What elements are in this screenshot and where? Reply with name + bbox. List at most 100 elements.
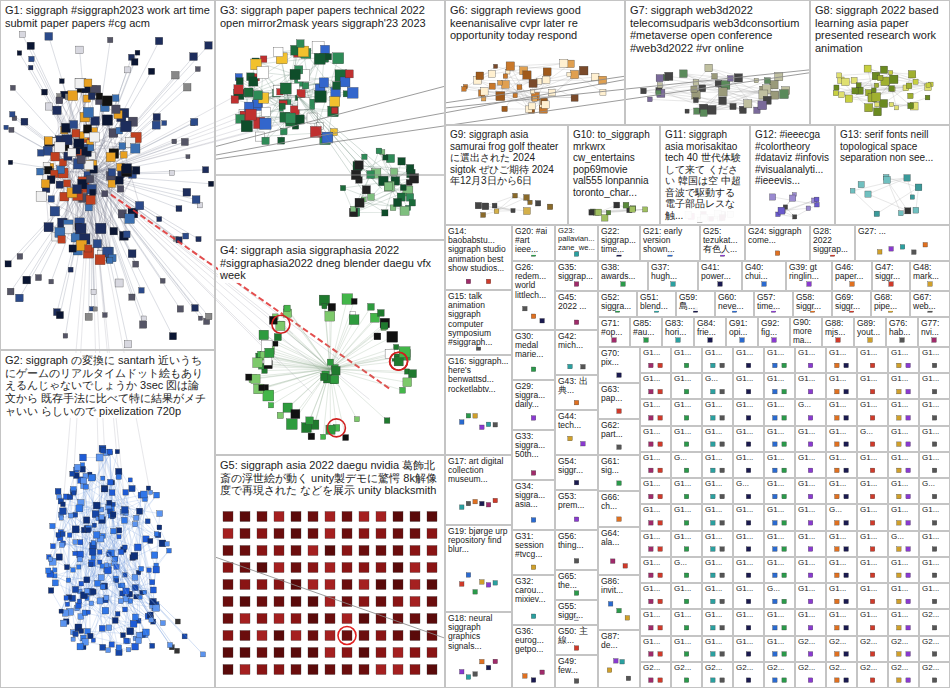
node-marker xyxy=(49,279,54,284)
network-link xyxy=(73,531,114,598)
node-marker xyxy=(89,560,95,566)
node-marker xyxy=(175,619,180,624)
node-marker xyxy=(308,580,318,590)
node-marker xyxy=(70,121,78,129)
node-marker xyxy=(342,665,352,675)
node-marker xyxy=(858,182,864,188)
node-marker xyxy=(37,168,44,175)
node-marker xyxy=(240,631,250,641)
node-marker xyxy=(64,596,69,601)
node-marker xyxy=(308,529,318,539)
node-marker xyxy=(65,565,70,570)
node-marker xyxy=(489,83,495,89)
node-marker xyxy=(92,523,96,527)
node-marker xyxy=(108,37,113,42)
node-marker xyxy=(890,75,899,84)
node-marker xyxy=(878,75,884,81)
node-marker xyxy=(128,250,136,258)
node-marker xyxy=(865,191,871,197)
node-marker xyxy=(290,69,300,79)
network-link xyxy=(51,180,105,194)
network-link xyxy=(91,53,138,175)
network-link xyxy=(75,472,119,554)
node-marker xyxy=(108,169,115,176)
node-marker xyxy=(136,202,144,210)
network-link xyxy=(273,320,330,369)
node-marker xyxy=(152,121,160,129)
node-marker xyxy=(381,322,388,329)
node-marker xyxy=(850,188,855,193)
node-marker xyxy=(143,629,150,636)
network-link xyxy=(310,369,330,421)
node-marker xyxy=(884,177,891,184)
node-marker xyxy=(342,294,353,305)
node-marker xyxy=(614,202,620,208)
node-marker xyxy=(142,316,147,321)
node-marker xyxy=(535,201,540,206)
node-marker xyxy=(170,171,175,176)
network-link xyxy=(275,317,330,369)
network-link xyxy=(464,66,496,89)
network-link xyxy=(91,603,138,641)
node-marker xyxy=(86,176,93,183)
node-marker xyxy=(157,511,163,517)
node-marker xyxy=(115,579,119,583)
node-marker xyxy=(410,546,420,556)
node-marker xyxy=(325,665,335,675)
node-marker xyxy=(123,607,128,612)
node-marker xyxy=(70,471,75,476)
node-marker xyxy=(378,310,385,317)
node-marker xyxy=(162,121,167,126)
node-marker xyxy=(110,512,116,518)
node-marker xyxy=(517,85,522,90)
node-marker xyxy=(55,142,66,153)
node-marker xyxy=(85,204,92,211)
node-marker xyxy=(116,612,121,617)
node-marker xyxy=(146,486,150,490)
node-marker xyxy=(694,108,700,114)
node-marker xyxy=(88,633,94,639)
node-marker xyxy=(91,541,96,546)
node-marker xyxy=(223,648,233,658)
node-marker xyxy=(44,223,53,232)
node-marker xyxy=(274,665,284,675)
network-link xyxy=(297,95,380,187)
node-marker xyxy=(606,210,611,215)
node-marker xyxy=(85,313,92,320)
node-marker xyxy=(427,512,437,522)
network-link xyxy=(683,74,730,79)
network-link xyxy=(887,180,908,211)
node-marker xyxy=(904,175,910,181)
node-marker xyxy=(128,478,132,482)
node-marker xyxy=(347,87,358,98)
node-marker xyxy=(223,546,233,556)
node-marker xyxy=(190,53,198,61)
node-marker xyxy=(322,304,327,309)
network-link xyxy=(235,83,324,100)
node-marker xyxy=(121,121,132,132)
node-marker xyxy=(59,516,63,520)
node-marker xyxy=(393,580,403,590)
node-marker xyxy=(393,529,403,539)
node-marker xyxy=(529,79,537,87)
node-marker xyxy=(376,563,386,573)
node-marker xyxy=(76,603,82,609)
node-marker xyxy=(359,512,369,522)
network-link xyxy=(99,101,127,171)
node-marker xyxy=(73,540,78,545)
node-marker xyxy=(249,77,258,86)
node-marker xyxy=(543,68,551,76)
node-marker xyxy=(410,631,420,641)
node-marker xyxy=(196,237,201,242)
node-marker xyxy=(274,648,284,658)
node-marker xyxy=(95,580,101,586)
node-marker xyxy=(274,631,284,641)
node-marker xyxy=(595,209,601,215)
node-marker xyxy=(865,104,873,112)
node-marker xyxy=(223,614,233,624)
node-marker xyxy=(644,338,649,343)
node-marker xyxy=(56,554,62,560)
node-marker xyxy=(192,196,200,204)
node-marker xyxy=(16,294,24,302)
node-marker xyxy=(165,542,170,547)
